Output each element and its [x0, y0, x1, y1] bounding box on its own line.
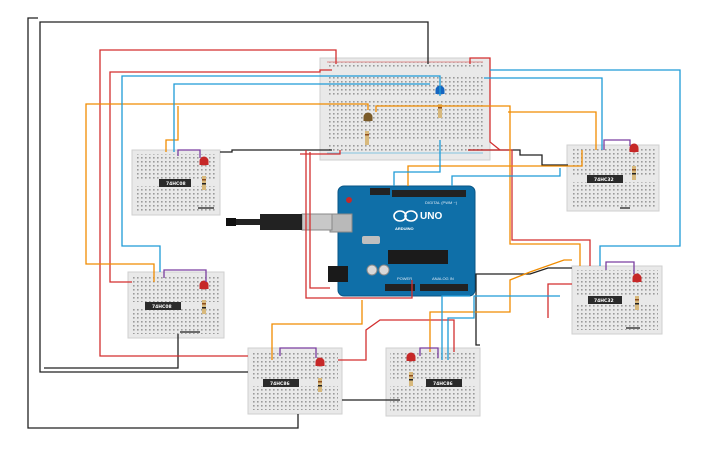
wires-blue[interactable]	[121, 69, 681, 360]
resistor-icon[interactable]	[409, 372, 413, 386]
chip-label: 74HC08	[166, 181, 186, 187]
chip-label: 74HC32	[594, 298, 614, 304]
wires-red[interactable]	[99, 49, 591, 361]
ic-chip-icon[interactable]: 74HC08	[159, 179, 191, 187]
wires-orange[interactable]	[85, 103, 597, 360]
digital-label: DIGITAL (PWM ~)	[425, 200, 458, 205]
main-breadboard[interactable]	[319, 57, 491, 161]
resistor-icon[interactable]	[202, 300, 206, 314]
chip-label: 74HC32	[594, 177, 614, 183]
ic-chip-icon[interactable]: 74HC86	[426, 379, 462, 387]
resistor-icon[interactable]	[438, 104, 442, 118]
resistor-icon[interactable]	[635, 296, 639, 310]
resistor-icon[interactable]	[202, 176, 206, 190]
chip-label: 74HC86	[433, 381, 453, 387]
power-label: POWER	[397, 276, 412, 281]
led-icon[interactable]	[363, 112, 373, 122]
wires-purple[interactable]	[163, 139, 635, 358]
board-brand: ARDUINO	[395, 226, 414, 231]
led-icon[interactable]	[199, 280, 209, 290]
analog-label: ANALOG IN	[432, 276, 454, 281]
resistor-icon[interactable]	[365, 131, 369, 145]
led-icon[interactable]	[406, 352, 416, 362]
ic-chip-icon[interactable]: 74HC08	[145, 302, 181, 310]
arduino-uno-board[interactable]: UNO ARDUINO DIGITAL (PWM ~) POWER ANALOG…	[328, 185, 476, 297]
chip-label: 74HC86	[270, 381, 290, 387]
led-icon[interactable]	[632, 273, 642, 283]
ic-chip-icon[interactable]: 74HC86	[263, 379, 299, 387]
ic-chip-icon[interactable]: 74HC32	[588, 296, 622, 304]
chip-label: 74HC08	[152, 304, 172, 310]
board-name: UNO	[420, 211, 442, 222]
arduino-logo-icon	[393, 210, 418, 222]
ic-chip-icon[interactable]: 74HC32	[587, 175, 623, 183]
usb-cable-icon	[226, 213, 333, 231]
wires-black[interactable]	[27, 17, 640, 429]
led-icon[interactable]	[199, 156, 209, 166]
resistor-icon[interactable]	[632, 166, 636, 180]
resistor-icon[interactable]	[318, 378, 322, 392]
led-icon[interactable]	[315, 357, 325, 367]
led-icon[interactable]	[629, 143, 639, 153]
